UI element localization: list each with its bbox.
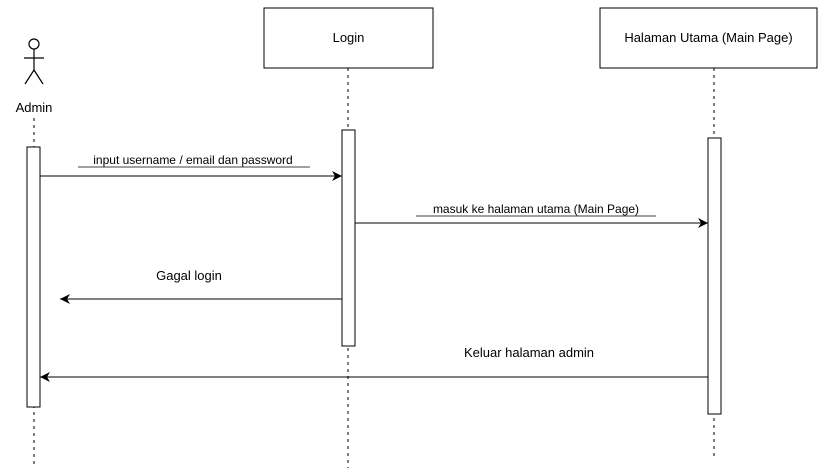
participant-admin-label: Admin bbox=[16, 100, 53, 115]
participant-main-page-box bbox=[599, 7, 818, 69]
participant-login-label: Login bbox=[333, 30, 365, 45]
participant-main-page-label: Halaman Utama (Main Page) bbox=[624, 30, 792, 45]
participant-login: Login bbox=[263, 7, 434, 468]
message-logout-admin-label: Keluar halaman admin bbox=[464, 345, 594, 360]
actor-icon bbox=[24, 38, 44, 85]
participant-admin: Admin bbox=[16, 38, 53, 468]
message-input-credentials: input username / email dan password bbox=[40, 153, 342, 181]
arrowhead-right-icon bbox=[332, 171, 342, 181]
participant-main-page: Halaman Utama (Main Page) bbox=[599, 7, 818, 460]
message-input-credentials-label: input username / email dan password bbox=[93, 153, 292, 167]
message-logout-admin: Keluar halaman admin bbox=[40, 345, 708, 382]
message-failed-login-label: Gagal login bbox=[156, 268, 222, 283]
message-enter-main-page: masuk ke halaman utama (Main Page) bbox=[355, 202, 708, 228]
activation-main-page bbox=[707, 137, 722, 415]
activation-login bbox=[341, 129, 356, 347]
message-enter-main-page-label: masuk ke halaman utama (Main Page) bbox=[433, 202, 639, 216]
arrowhead-right-icon bbox=[698, 218, 708, 228]
arrowhead-left-icon bbox=[40, 372, 50, 382]
arrowhead-left-icon bbox=[60, 294, 70, 304]
activation-admin bbox=[26, 146, 41, 408]
participant-login-box bbox=[263, 7, 434, 69]
message-failed-login: Gagal login bbox=[60, 268, 342, 304]
